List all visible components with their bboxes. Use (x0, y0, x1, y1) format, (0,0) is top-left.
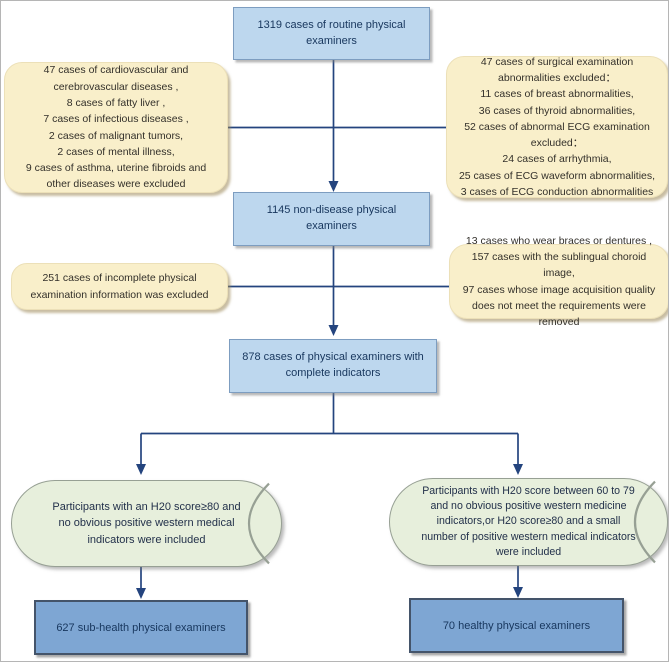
node-subhealth-criteria-cylinder: Participants with an H20 score≥80 and no… (11, 480, 282, 567)
exclusion-item: 2 cases of mental illness, (57, 145, 175, 158)
node-label: 1319 cases of routine physical examiners (257, 18, 406, 47)
node-non-disease-examiners: 1145 non-disease physical examiners (233, 192, 430, 246)
exclusion-item: 25 cases of ECG waveform abnormalities, (458, 169, 656, 182)
exclusion-item: 47 cases of surgical examination abnorma… (480, 55, 634, 85)
node-image-quality-exclusions: 13 cases who wear braces or dentures , 1… (449, 235, 668, 328)
exclusion-item: 157 cases with the sublingual choroid im… (471, 250, 647, 280)
node-label: 70 healthy physical examiners (442, 619, 591, 632)
node-incomplete-info-exclusion: 251 cases of incomplete physical examina… (11, 263, 228, 310)
exclusion-item: 13 cases who wear braces or dentures , (465, 234, 653, 247)
arrowhead-icon (328, 325, 339, 336)
exclusion-item: 11 cases of breast abnormalities, (480, 88, 634, 101)
node-label: Participants with an H20 score≥80 and no… (52, 500, 241, 546)
cylinder-cap-icon (611, 479, 659, 565)
node-routine-examiners: 1319 cases of routine physical examiners (233, 7, 430, 60)
exclusion-item: 47 cases of cardiovascular and cerebrova… (43, 64, 189, 93)
arrowhead-icon (513, 464, 523, 475)
node-subhealth-examiners: 627 sub-health physical examiners (34, 600, 248, 655)
node-healthy-criteria-cylinder: Participants with H20 score between 60 t… (389, 478, 668, 566)
node-label: 1145 non-disease physical examiners (266, 204, 397, 232)
node-label: 251 cases of incomplete physical examina… (30, 272, 209, 301)
node-complete-indicators: 878 cases of physical examiners with com… (229, 339, 437, 393)
exclusion-item: 24 cases of arrhythmia, (502, 153, 612, 166)
node-healthy-examiners: 70 healthy physical examiners (409, 598, 624, 653)
exclusion-item: 7 cases of infectious diseases , (43, 113, 189, 126)
arrowhead-icon (136, 464, 146, 475)
exclusion-item: 2 cases of malignant tumors, (48, 129, 184, 142)
cylinder-cap-icon (225, 481, 273, 566)
node-label: 878 cases of physical examiners with com… (242, 351, 424, 379)
arrowhead-icon (136, 588, 146, 599)
exclusion-item: 97 cases whose image acquisition quality… (462, 283, 656, 329)
exclusion-item: 8 cases of fatty liver , (66, 96, 166, 109)
arrowhead-icon (328, 181, 339, 192)
node-disease-exclusions: 47 cases of cardiovascular and cerebrova… (4, 62, 228, 193)
exclusion-item: 3 cases of ECG conduction abnormalities (460, 185, 654, 198)
node-surgical-ecg-exclusions: 47 cases of surgical examination abnorma… (446, 56, 668, 198)
exclusion-item: 52 cases of abnormal ECG examination exc… (464, 120, 650, 150)
exclusion-item: 36 cases of thyroid abnormalities, (478, 104, 636, 117)
exclusion-item: 9 cases of asthma, uterine fibroids and … (25, 162, 207, 191)
node-label: Participants with H20 score between 60 t… (421, 484, 636, 559)
node-label: 627 sub-health physical examiners (56, 621, 226, 634)
arrowhead-icon (513, 587, 523, 598)
